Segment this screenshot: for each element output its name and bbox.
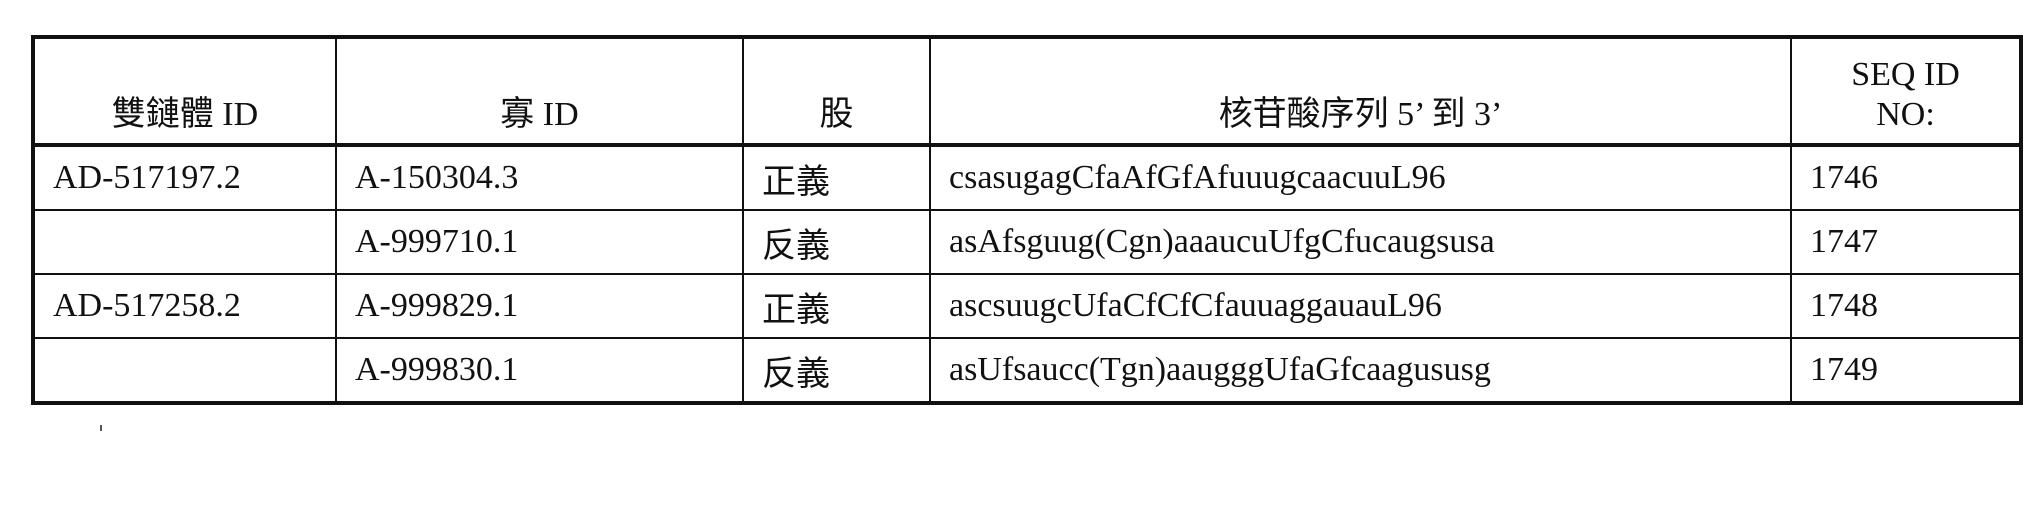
scan-artifact-mark <box>100 425 102 431</box>
seq-id-cell: 1746 <box>1790 144 2022 211</box>
oligo-id-cell: A-150304.3 <box>335 144 744 211</box>
sequence-table: 雙鏈體 ID 寡 ID 股 核苷酸序列 5’ 到 3’ SEQ ID NO: A… <box>31 35 2023 405</box>
oligo-id-cell: A-999710.1 <box>335 209 744 275</box>
header-seq-id-no: SEQ ID NO: <box>1790 36 2022 146</box>
header-duplex-id: 雙鏈體 ID <box>32 36 337 146</box>
table-row: A-999710.1 反義 asAfsguug(Cgn)aaaucuUfgCfu… <box>32 209 2022 275</box>
strand-cell: 反義 <box>742 337 931 404</box>
strand-cell: 正義 <box>742 144 931 211</box>
sequence-cell: asAfsguug(Cgn)aaaucuUfgCfucaugsusa <box>929 209 1792 275</box>
oligo-id-cell: A-999829.1 <box>335 273 744 339</box>
table-row: AD-517258.2 A-999829.1 正義 ascsuugcUfaCfC… <box>32 273 2022 339</box>
duplex-id-cell: AD-517258.2 <box>32 273 337 339</box>
seq-id-cell: 1749 <box>1790 337 2022 404</box>
sequence-cell: asUfsaucc(Tgn)aaugggUfaGfcaagususg <box>929 337 1792 404</box>
header-seq-id-line1: SEQ ID <box>1851 56 1960 93</box>
header-strand: 股 <box>742 36 931 146</box>
duplex-id-cell <box>32 337 337 404</box>
table-body: AD-517197.2 A-150304.3 正義 csasugagCfaAfG… <box>32 144 2022 404</box>
strand-cell: 反義 <box>742 209 931 275</box>
header-oligo-id: 寡 ID <box>335 36 744 146</box>
seq-id-cell: 1748 <box>1790 273 2022 339</box>
header-row: 雙鏈體 ID 寡 ID 股 核苷酸序列 5’ 到 3’ SEQ ID NO: <box>32 36 2022 146</box>
duplex-id-cell <box>32 209 337 275</box>
strand-cell: 正義 <box>742 273 931 339</box>
sequence-cell: csasugagCfaAfGfAfuuugcaacuuL96 <box>929 144 1792 211</box>
header-sequence: 核苷酸序列 5’ 到 3’ <box>929 36 1792 146</box>
table-row: AD-517197.2 A-150304.3 正義 csasugagCfaAfG… <box>32 144 2022 211</box>
sequence-cell: ascsuugcUfaCfCfCfauuaggauauL96 <box>929 273 1792 339</box>
oligo-id-cell: A-999830.1 <box>335 337 744 404</box>
table-row: A-999830.1 反義 asUfsaucc(Tgn)aaugggUfaGfc… <box>32 337 2022 404</box>
duplex-id-cell: AD-517197.2 <box>32 144 337 211</box>
table-header: 雙鏈體 ID 寡 ID 股 核苷酸序列 5’ 到 3’ SEQ ID NO: <box>32 36 2022 146</box>
header-seq-id-line2: NO: <box>1876 96 1935 133</box>
seq-id-cell: 1747 <box>1790 209 2022 275</box>
